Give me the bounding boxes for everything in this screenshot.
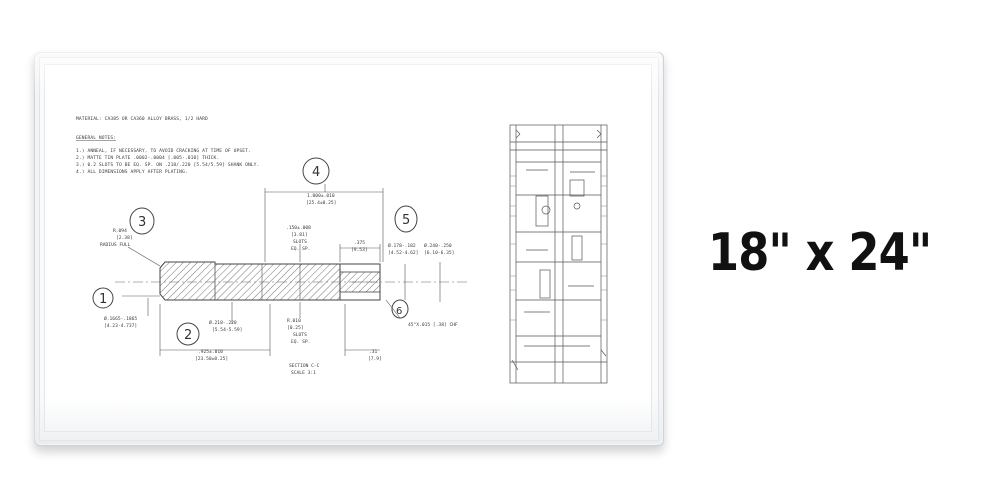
dim-end-len-mm: [7.9] (368, 356, 382, 362)
note-3: 3.) 0.2 SLOTS TO BE EQ. SP. ON .218/.220… (76, 162, 259, 168)
dim-bore: Ø.178-.182 (388, 242, 416, 249)
dim-outer: Ø.240-.250 (424, 242, 452, 249)
callout-3: 3 (138, 215, 146, 230)
dim-slots: SLOTS (293, 239, 307, 245)
general-notes-title: GENERAL NOTES: (76, 135, 116, 141)
dim-pin-dia-mm: [4.23-4.737] (104, 323, 137, 329)
dim-overall-mm: [25.4±0.25] (306, 200, 336, 206)
note-1: 1.) ANNEAL, IF NECESSARY, TO AVOID CRACK… (76, 148, 251, 154)
callout-2: 2 (184, 328, 192, 343)
dim-end-len: .31 (369, 349, 378, 355)
elevation-view (509, 124, 608, 384)
dim-shank-mm: [5.54-5.59] (212, 327, 242, 333)
callout-1: 1 (99, 292, 107, 307)
dim-length-mm: [23.50±0.25] (195, 356, 228, 362)
dim-slot-len-mm: [0.25] (287, 325, 304, 331)
material-note: MATERIAL: CA385 OR CA360 ALLOY BRASS, 1/… (76, 116, 208, 122)
dim-eq-sp: EQ. SP. (291, 246, 310, 252)
dim-bore-mm: [4.52-4.62] (388, 250, 418, 256)
dim-length: .925±.010 (198, 349, 223, 355)
scale-label: SCALE 3:1 (291, 370, 316, 376)
dim-slots-2: SLOTS (293, 332, 307, 338)
dim-chamfer: 45°X.015 [.38] CHF (408, 322, 458, 328)
dim-shank: Ø.218-.220 (209, 319, 237, 326)
dim-pin-dia: Ø.1665-.1865 (104, 315, 137, 322)
dim-radius: R.094 (113, 228, 127, 234)
callout-5: 5 (402, 213, 410, 228)
dim-eq-sp-2: EQ. SP. (291, 339, 310, 345)
pin-section-view (115, 261, 470, 301)
dim-depth-mm: [9.53] (351, 247, 368, 253)
dim-slot-len: R.010 (287, 318, 301, 324)
dim-overall: 1.000±.010 (307, 193, 335, 199)
dim-radius-mm: [2.38] (116, 235, 133, 241)
dim-outer-mm: [6.10-6.35] (424, 250, 454, 256)
size-label: 18" x 24" (708, 223, 932, 283)
elevation-ticks (510, 175, 607, 321)
note-2: 2.) MATTE TIN PLATE .0002-.0004 [.005-.0… (76, 155, 219, 161)
note-4: 4.) ALL DIMENSIONS APPLY AFTER PLATING. (76, 169, 188, 175)
callout-balloons (92, 157, 418, 346)
section-label: SECTION C-C (289, 363, 320, 369)
dim-slot-width-mm: [3.81] (291, 232, 308, 238)
dim-depth: .375 (354, 240, 365, 246)
callout-6: 6 (396, 306, 402, 317)
dim-slot-width: .150±.008 (286, 225, 311, 231)
callout-4: 4 (312, 165, 320, 180)
dim-radius-note: RADIUS FULL (100, 242, 131, 248)
